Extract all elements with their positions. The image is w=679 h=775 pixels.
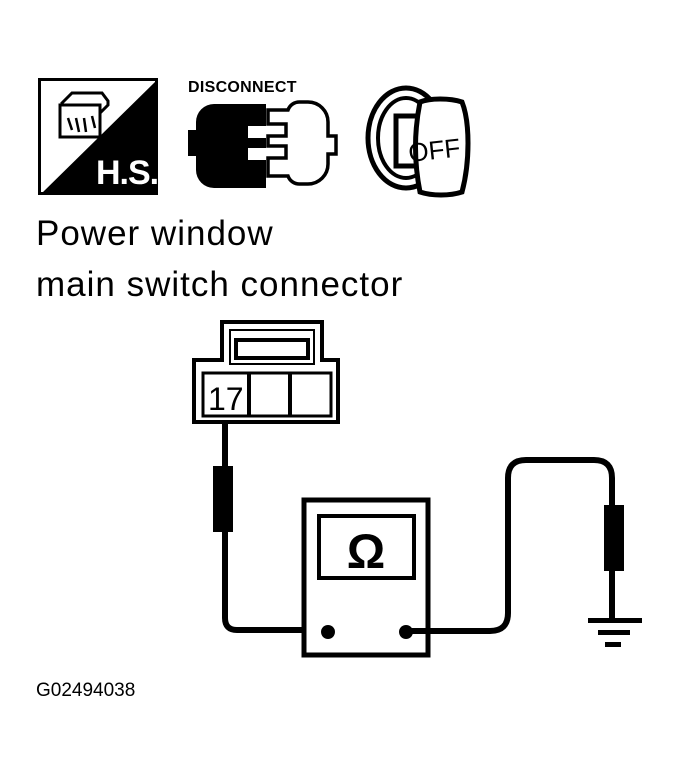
disconnect-connector-icon: DISCONNECT (188, 79, 338, 188)
probe-lead-right (406, 457, 615, 634)
connector-title-line-2: main switch connector (36, 265, 404, 304)
power-window-connector: 17 (192, 320, 340, 424)
probe-grip-left (213, 466, 233, 532)
ohm-symbol: Ω (347, 526, 385, 579)
hs-label: H.S. (96, 154, 158, 192)
harness-switch-icon: H.S. (38, 78, 159, 195)
circuit-diagram: 17 Ω (192, 320, 642, 658)
off-label: OFF (407, 133, 462, 168)
figure-id: G02494038 (36, 680, 136, 701)
probe-lead-left (222, 420, 330, 633)
disconnect-label: DISCONNECT (188, 79, 297, 96)
connector-title-line-1: Power window (36, 214, 274, 253)
ground-icon (588, 618, 642, 647)
ignition-key-off-icon: OFF (365, 85, 471, 198)
terminal-17-label: 17 (208, 381, 244, 417)
probe-grip-right (604, 505, 624, 571)
